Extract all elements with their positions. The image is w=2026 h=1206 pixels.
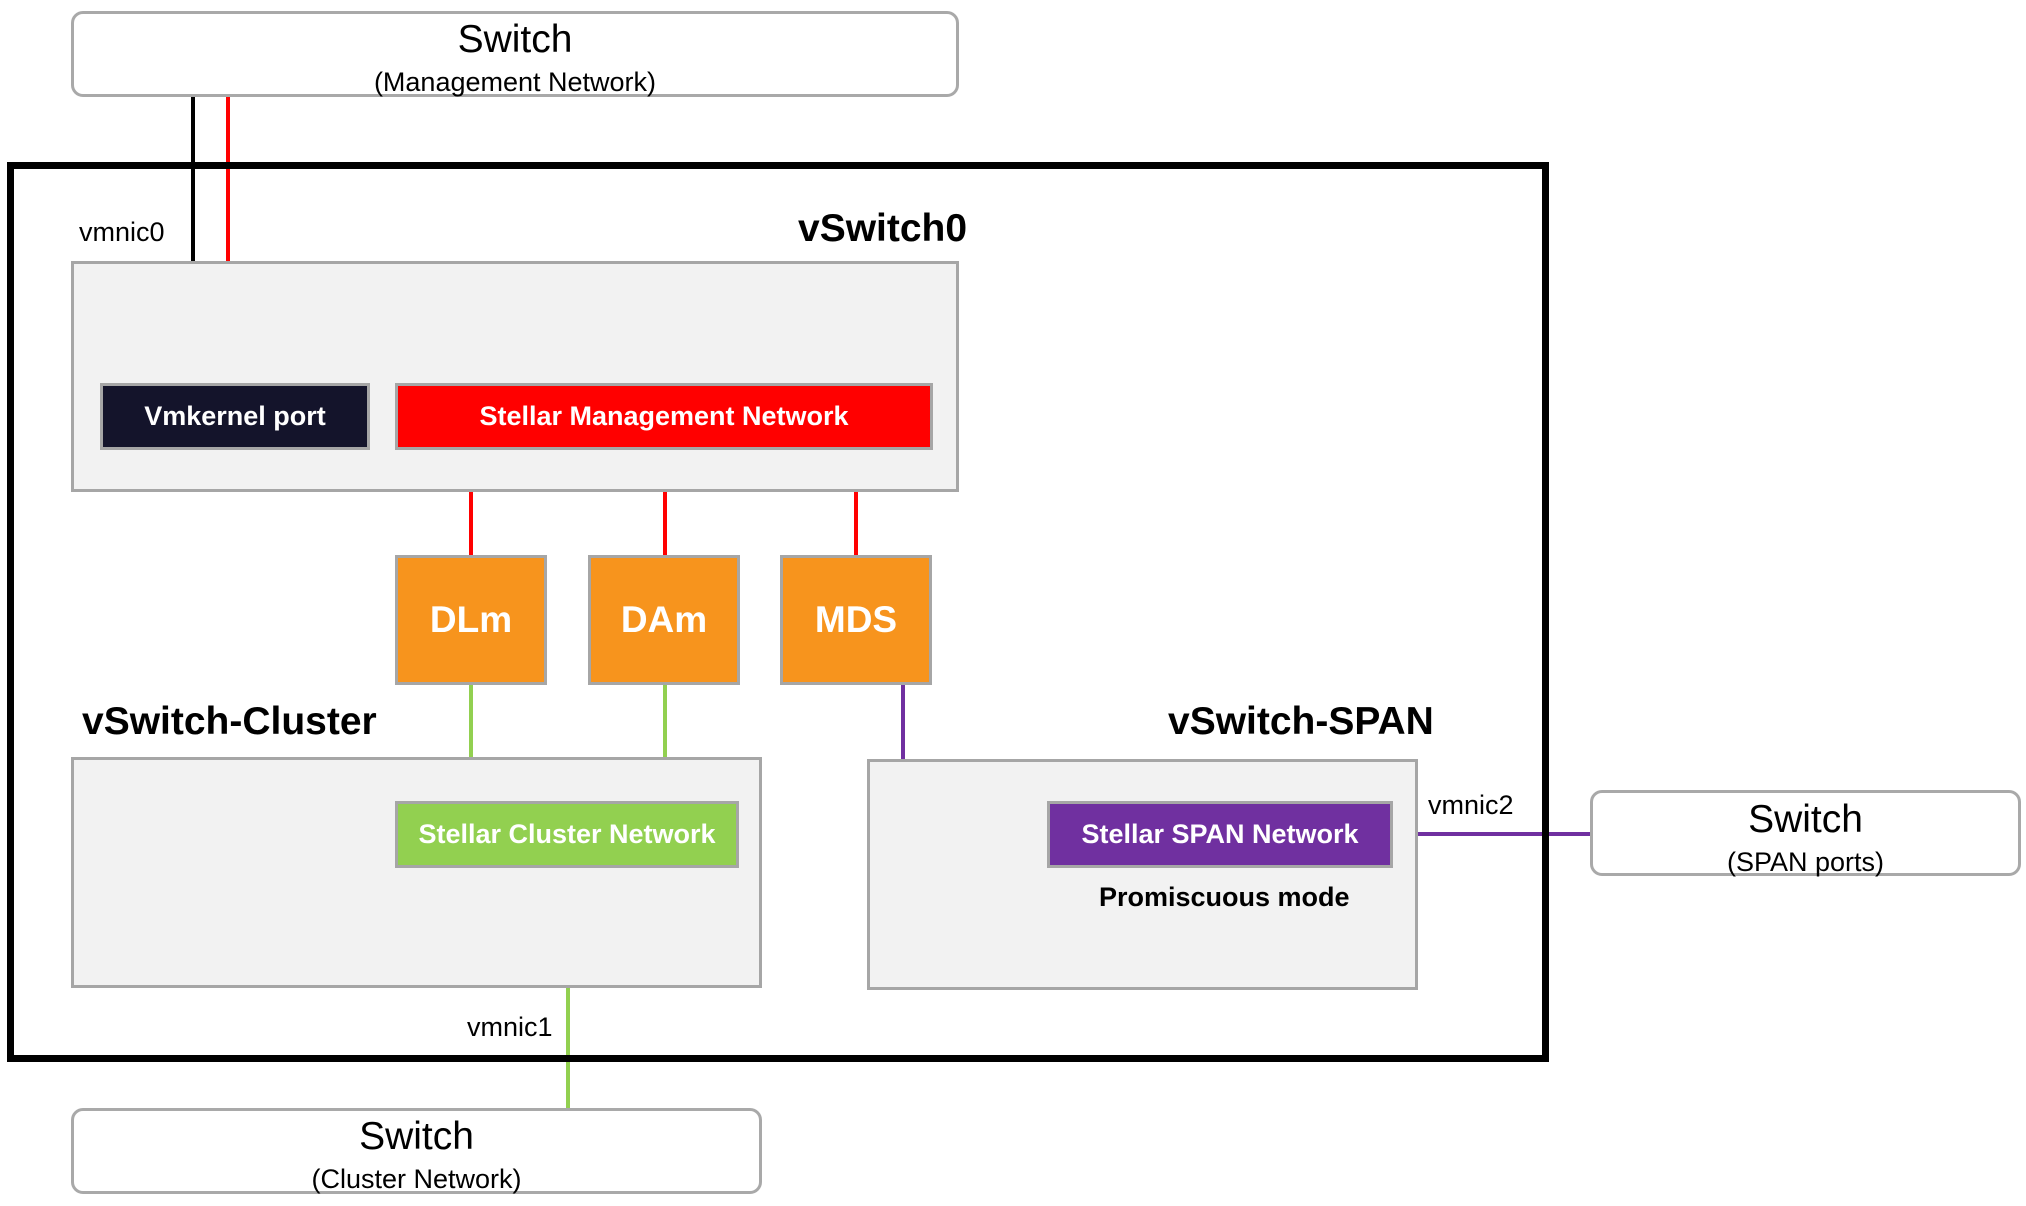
stellar-cluster-network-port: Stellar Cluster Network [395, 801, 739, 868]
host-frame [7, 162, 1549, 1062]
vmkernel-port-label: Vmkernel port [144, 401, 326, 431]
span-switch-subtitle: (SPAN ports) [1726, 847, 1885, 877]
vmnic1-label: vmnic1 [467, 1012, 553, 1042]
span-switch-title: Switch [1748, 798, 1863, 841]
management-switch: Switch (Management Network) [71, 11, 959, 97]
vm-dam-label: DAm [620, 599, 708, 640]
stellar-management-network-label: Stellar Management Network [479, 401, 849, 431]
management-switch-title: Switch [457, 18, 573, 61]
vm-dlm-label: DLm [429, 599, 513, 640]
vmkernel-port: Vmkernel port [100, 383, 370, 450]
span-switch: Switch (SPAN ports) [1590, 790, 2021, 876]
stellar-span-network-port: Stellar SPAN Network [1047, 801, 1393, 868]
vm-mds-label: MDS [814, 599, 898, 640]
vswitch0-area [71, 261, 959, 492]
vswitch-cluster-title: vSwitch-Cluster [82, 700, 377, 743]
vswitch-span-title: vSwitch-SPAN [1168, 700, 1434, 743]
vm-mds: MDS [780, 555, 932, 685]
vswitch-cluster-area [71, 757, 762, 988]
vm-dlm: DLm [395, 555, 547, 685]
vswitch0-title: vSwitch0 [798, 207, 968, 250]
promiscuous-mode-note: Promiscuous mode [1099, 882, 1350, 912]
stellar-management-network-port: Stellar Management Network [395, 383, 933, 450]
vmnic0-label: vmnic0 [79, 217, 165, 247]
vmnic2-label: vmnic2 [1428, 790, 1514, 820]
vswitch-span-area [867, 759, 1418, 990]
cluster-switch-title: Switch [359, 1115, 474, 1158]
vm-dam: DAm [588, 555, 740, 685]
management-switch-subtitle: (Management Network) [373, 67, 657, 97]
cluster-switch-subtitle: (Cluster Network) [311, 1164, 522, 1194]
stellar-cluster-network-label: Stellar Cluster Network [418, 819, 716, 849]
stellar-span-network-label: Stellar SPAN Network [1081, 819, 1359, 849]
cluster-switch: Switch (Cluster Network) [71, 1108, 762, 1194]
